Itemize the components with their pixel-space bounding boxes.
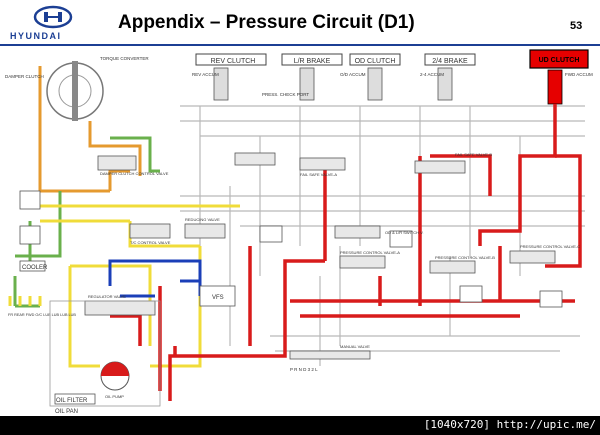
pressure-control-valve-b	[429, 260, 476, 274]
oil-pump	[100, 361, 130, 391]
header-rule	[0, 44, 600, 46]
damper-clutch-label: DAMPER CLUTCH	[5, 74, 44, 79]
red-circuit-lines	[110, 104, 582, 401]
ud-piston	[547, 69, 563, 105]
rev-accum-label: REV ACCUM	[192, 72, 219, 77]
pressure-circuit-diagram: REV CLUTCH L/R BRAKE OD CLUTCH 2/4 BRAKE…	[5, 49, 593, 415]
switch-valve-label: OD & L/R SWITCH V.	[385, 230, 424, 235]
pressure-control-c-label: PRESSURE CONTROL VALVE-C	[520, 244, 580, 249]
logo-text: HYUNDAI	[10, 31, 62, 41]
footer-bar: [1040x720] http://upic.me/	[0, 416, 600, 435]
damper-clutch-control-valve	[97, 155, 137, 171]
piston-blocks	[213, 67, 453, 101]
oil-pump-label: OIL PUMP	[105, 394, 124, 399]
pressure-control-a-label: PRESSURE CONTROL VALVE-A	[340, 250, 400, 255]
ud-clutch-label: UD CLUTCH	[539, 57, 580, 64]
manual-valve	[289, 350, 371, 360]
oil-pan-outline	[49, 300, 161, 407]
image-caption: [1040x720] http://upic.me/	[423, 418, 596, 431]
torque-converter-label: TORQUE CONVERTER	[100, 56, 149, 61]
fail-safe-valve-a	[299, 157, 346, 171]
accum-24-label: 2-4 ACCUM	[420, 72, 444, 77]
torque-converter	[38, 61, 104, 121]
oil-pan-label: OIL PAN	[55, 409, 78, 415]
damper-clutch-control-valve-label: DAMPER CLUTCH CONTROL VALVE	[100, 171, 169, 176]
vfs-box	[199, 285, 236, 307]
ud-clutch-box	[529, 49, 589, 69]
page-title: Appendix – Pressure Circuit (D1)	[118, 12, 415, 33]
od-accum-label: O/D ACCUM	[340, 72, 366, 77]
regulator-valve	[84, 300, 156, 316]
page-number: 53	[570, 20, 583, 32]
switch-valve	[334, 225, 381, 239]
clutch-boxes	[195, 53, 476, 66]
pressure-control-valve-c	[509, 250, 556, 264]
cooler-box	[19, 260, 46, 272]
valve-bodies	[84, 152, 556, 360]
reducing-valve-label: REDUCING VALVE	[185, 217, 220, 222]
fail-safe-valve-b	[414, 160, 466, 174]
header: HYUNDAI Appendix – Pressure Circuit (D1)…	[0, 0, 600, 44]
cooler-label: COOLER	[22, 265, 48, 271]
oil-filter-box	[54, 393, 96, 405]
hyundai-logo-icon	[33, 5, 73, 29]
gray-circuit-lines	[180, 105, 585, 366]
lube-label: FR REAR FWD O/C LUB LUB LUB LUB	[8, 313, 76, 317]
pressure-control-b-label: PRESSURE CONTROL VALVE-B	[435, 255, 495, 260]
pressure-control-valve-a	[339, 255, 386, 269]
reducing-valve	[184, 223, 226, 239]
regulator-valve-label: REGULATOR VALVE	[88, 294, 126, 299]
manual-valve-label: MANUAL VALVE	[340, 344, 370, 349]
ud-accum-label: FWD ACCUM	[565, 72, 593, 77]
fail-safe-a-label: FAIL SAFE VALVE-A	[300, 172, 337, 177]
fail-safe-b-label: FAIL SAFE VALVE-B	[455, 152, 492, 157]
vfs-label: VFS	[212, 295, 224, 301]
tc-control-valve	[129, 223, 171, 239]
brake-24-label: 2/4 BRAKE	[432, 58, 468, 65]
range-label: P R N D 3 2 L	[290, 367, 318, 372]
oil-filter-label: OIL FILTER	[56, 398, 88, 404]
solenoid-boxes	[19, 190, 563, 405]
lr-brake-label: L/R BRAKE	[294, 58, 331, 65]
hyundai-logo: HYUNDAI	[8, 5, 98, 41]
tc-control-valve-label: T/C CONTROL VALVE	[130, 240, 171, 245]
press-check-port-label: PRESS. CHECK PORT	[262, 92, 309, 97]
od-clutch-label: OD CLUTCH	[355, 58, 396, 65]
rev-clutch-label: REV CLUTCH	[211, 58, 256, 65]
